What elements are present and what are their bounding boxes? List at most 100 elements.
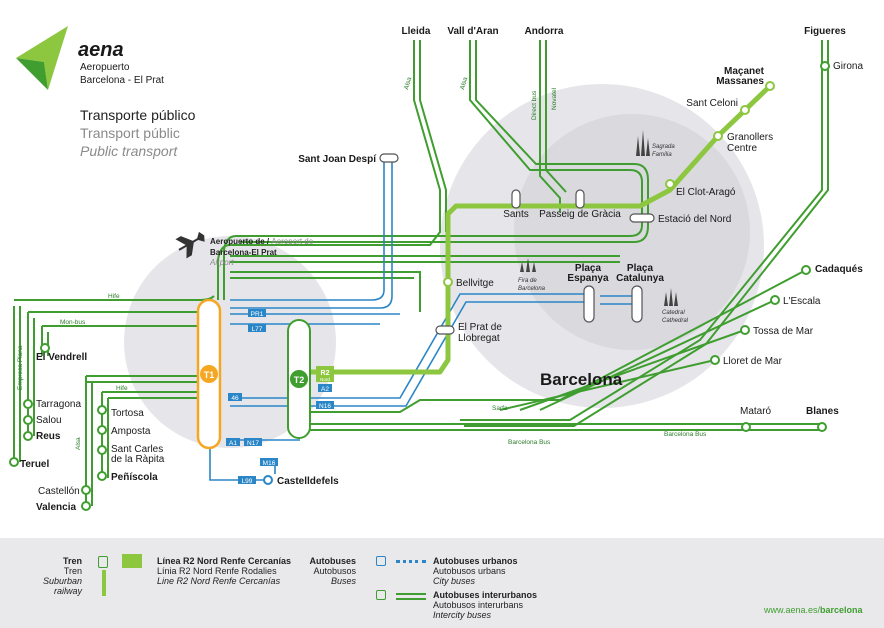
landmark-sagrada-2: Família (652, 152, 672, 158)
dest-lleida: Lleida (402, 26, 431, 37)
station-massanes: Massanes (716, 76, 764, 87)
terminal-t1-badge (200, 365, 218, 383)
station-reus: Reus (36, 431, 61, 442)
svg-text:N16: N16 (319, 403, 331, 410)
bus-icon (376, 590, 386, 600)
city-label: Barcelona (540, 370, 623, 389)
operator-sarfa: Sarfa (492, 405, 508, 412)
airport-label-es: Aeropuerto de / Aeroport de (210, 237, 314, 246)
operator-direct-bus: Direct bus (531, 90, 538, 120)
bus-code-badges: PR1 L77 46 A2 N16 A1 N17 M16 L99 (226, 309, 334, 485)
dest-andorra: Andorra (525, 26, 564, 37)
station-dot (665, 179, 675, 189)
cathedral-icon (664, 288, 678, 306)
station-pill (435, 325, 455, 335)
station-dot (817, 422, 827, 432)
terminal-t2-badge (290, 370, 308, 388)
station-pill (583, 285, 595, 323)
airport-label-en: Airport (209, 258, 234, 267)
station-dot (97, 471, 107, 481)
station-salou: Salou (36, 415, 62, 426)
station-dot (741, 422, 751, 432)
svg-text:L99: L99 (242, 478, 253, 485)
station-sant-carles-1: Sant Carles (111, 444, 163, 455)
operator-hife-2: Hife (116, 385, 128, 392)
station-blanes: Blanes (806, 406, 839, 417)
station-amposta: Amposta (111, 426, 151, 437)
station-dot (97, 425, 107, 435)
station-macanet: Maçanet (724, 66, 765, 77)
title-en: Public transport (80, 143, 178, 159)
station-castellon: Castellón (38, 486, 80, 497)
station-dot (710, 355, 720, 365)
station-dot (770, 295, 780, 305)
station-dot (713, 131, 723, 141)
operator-alsa-2: Alsa (459, 76, 469, 90)
station-dot (97, 445, 107, 455)
station-cadaques: Cadaqués (815, 264, 863, 275)
station-espanya-2: Espanya (567, 273, 609, 284)
operator-mon-bus: Mon-bus (60, 319, 86, 326)
station-tarragona: Tarragona (36, 399, 81, 410)
station-tortosa: Tortosa (111, 408, 144, 419)
station-dot (443, 277, 453, 287)
station-valencia: Valencia (36, 502, 76, 513)
station-lloret: Lloret de Mar (723, 356, 783, 367)
aena-logo-icon (16, 26, 68, 90)
airport-area-circle (124, 236, 336, 448)
station-peniscola: Peñíscola (111, 472, 158, 483)
station-dot (23, 415, 33, 425)
fira-icon (520, 258, 536, 272)
station-sant-joan: Sant Joan Despí (298, 154, 377, 165)
station-dot (97, 405, 107, 415)
station-dot (23, 431, 33, 441)
station-dot (23, 399, 33, 409)
svg-text:46: 46 (231, 395, 239, 402)
station-granollers: Granollers (727, 132, 773, 143)
landmark-catedral-1: Catedral (662, 310, 685, 316)
station-pill (575, 189, 585, 209)
station-dot (263, 475, 273, 485)
station-vendrell: El Vendrell (36, 352, 87, 363)
svg-text:L77: L77 (252, 326, 263, 333)
station-catalunya-1: Plaça (627, 263, 654, 274)
station-pill (629, 213, 655, 223)
station-dot (801, 265, 811, 275)
station-espanya-1: Plaça (575, 263, 602, 274)
intercity-legend-line (396, 593, 426, 600)
station-passeig: Passeig de Gràcia (539, 209, 621, 220)
website-link[interactable]: www.aena.es/barcelona (764, 605, 863, 615)
station-dot (765, 81, 775, 91)
station-dot (9, 457, 19, 467)
station-catalunya-2: Catalunya (616, 273, 664, 284)
terminal-t2-label: T2 (294, 375, 305, 385)
station-sant-carles-2: de la Ràpita (111, 454, 165, 465)
station-pill (511, 189, 521, 209)
station-dot (81, 501, 91, 511)
station-pill (631, 285, 643, 323)
landmark-catedral-2: Cathedral (662, 318, 689, 324)
landmark-fira-2: Barcelona (518, 286, 546, 292)
operator-barcelona-bus-1: Barcelona Bus (664, 431, 707, 438)
station-bellvitge: Bellvitge (456, 278, 494, 289)
svg-text:PR1: PR1 (251, 311, 264, 318)
svg-text:A1: A1 (229, 440, 237, 447)
dest-vall-daran: Vall d'Aran (447, 26, 498, 37)
station-girona: Girona (833, 61, 863, 72)
operator-alsa-1: Alsa (403, 76, 413, 90)
station-dot (820, 61, 830, 71)
station-pill (379, 153, 399, 163)
svg-text:N17: N17 (247, 440, 259, 447)
logo-text: aena (78, 39, 124, 61)
operator-novatel: Novatel (551, 87, 558, 110)
station-tossa: Tossa de Mar (753, 326, 814, 337)
r2-badge (316, 366, 334, 382)
dest-figueres: Figueres (804, 26, 846, 37)
intercity-lines (13, 40, 829, 506)
station-sant-celoni: Sant Celoni (686, 98, 738, 109)
